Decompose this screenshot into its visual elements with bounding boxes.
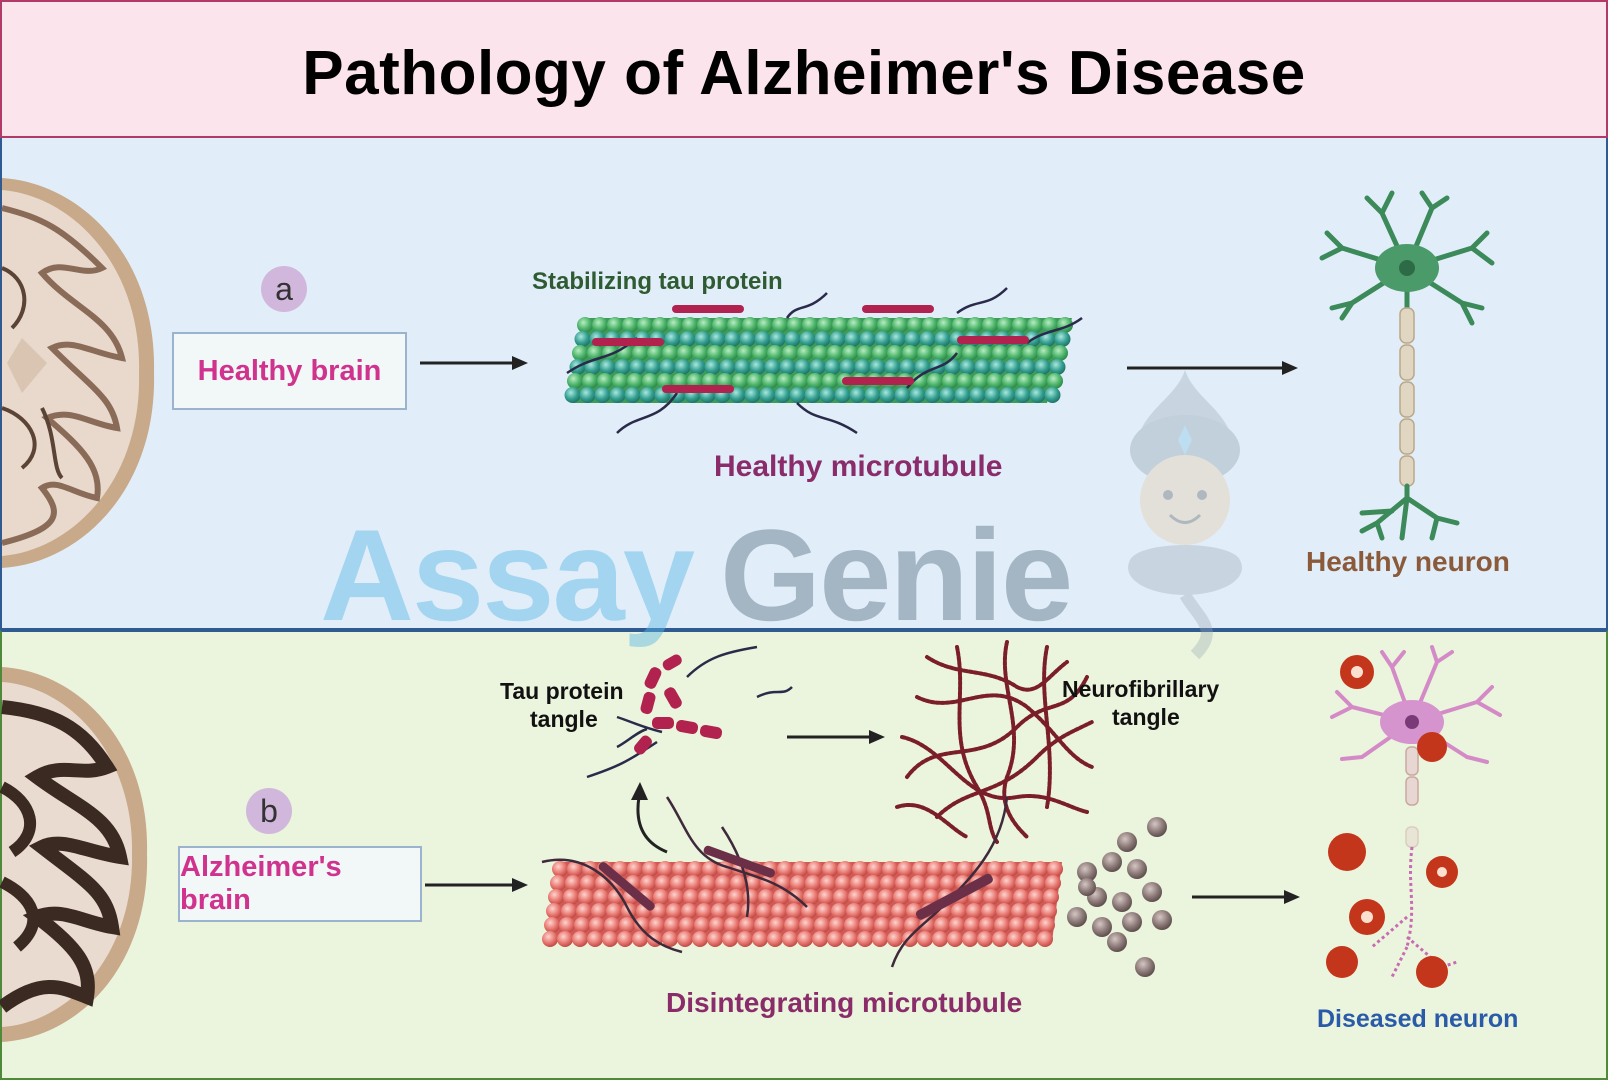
arrow-tangle-to-nft: [787, 730, 885, 744]
arrow-brain-to-microtubule: [420, 356, 528, 370]
arrow-up-curved: [631, 782, 668, 854]
nft-label-line2: tangle: [1112, 704, 1180, 730]
panel-alzheimers: b Alzheimer's brain Tau protein tangle: [0, 630, 1608, 1080]
alzheimers-brain-image: [0, 667, 148, 1042]
watermark-text-assay: Assay: [320, 502, 695, 648]
nft-label-line1: Neurofibrillary: [1062, 676, 1220, 702]
alzheimers-brain-label: Alzheimer's brain: [178, 846, 422, 922]
disintegrating-microtubule-image: [541, 796, 1172, 977]
panel-healthy: a Healthy brain Stabilizing tau protein: [0, 138, 1608, 630]
neurofibrillary-tangle-image: [895, 640, 1094, 844]
healthy-neuron-label: Healthy neuron: [1306, 546, 1510, 577]
healthy-brain-label: Healthy brain: [172, 332, 407, 410]
watermark-text-genie: Genie: [720, 502, 1073, 648]
stabilizing-tau-label: Stabilizing tau protein: [532, 268, 783, 295]
healthy-brain-image: [1, 178, 155, 568]
assaygenie-watermark-logo: [1128, 370, 1242, 660]
tau-tangle-image: [586, 645, 793, 779]
tau-tangle-label-line2: tangle: [530, 706, 598, 732]
healthy-microtubule-label: Healthy microtubule: [714, 450, 1003, 483]
label-b-badge: b: [246, 788, 292, 834]
healthy-neuron-image: [1319, 190, 1495, 541]
healthy-microtubule-image: [564, 287, 1083, 435]
arrow-microtubule-to-neuron: [1127, 361, 1298, 375]
diseased-neuron-label: Diseased neuron: [1317, 1005, 1519, 1033]
tau-tangle-label-line1: Tau protein: [500, 678, 624, 704]
disintegrating-microtubule-label: Disintegrating microtubule: [666, 987, 1023, 1018]
arrow-brain-to-disintegrating: [425, 878, 528, 892]
diseased-neuron-image: [1326, 645, 1502, 988]
label-a-badge: a: [261, 266, 307, 312]
page-title: Pathology of Alzheimer's Disease: [302, 39, 1306, 108]
title-banner: Pathology of Alzheimer's Disease: [0, 0, 1608, 138]
arrow-microtubule-to-diseased-neuron: [1192, 890, 1300, 904]
